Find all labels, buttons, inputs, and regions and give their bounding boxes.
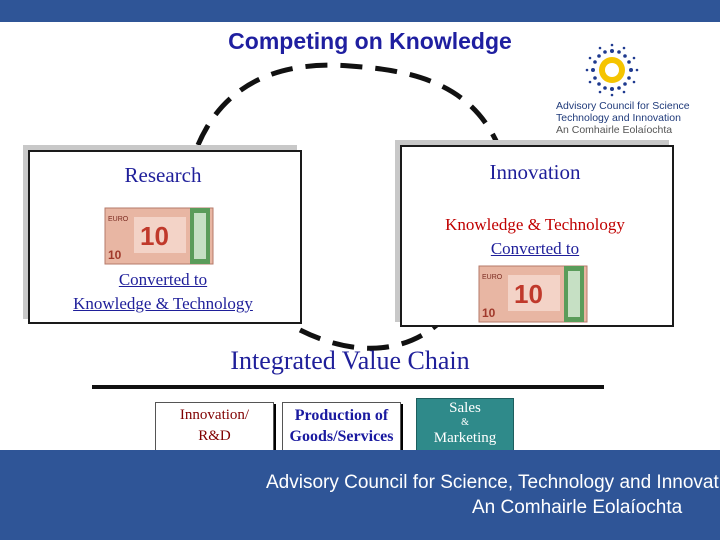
stage-production-line2: Goods/Services	[289, 428, 394, 445]
value-chain-divider	[92, 385, 604, 389]
top-banner	[0, 0, 720, 22]
svg-text:10: 10	[514, 279, 543, 309]
ten-euro-banknote-icon: 10 10 EURO	[104, 207, 214, 265]
logo-text: Advisory Council for Science Technology …	[556, 100, 696, 136]
stage-sales-marketing: Sales & Marketing	[416, 398, 514, 452]
research-converted-label: Converted to	[118, 270, 208, 289]
council-logo-icon	[585, 43, 639, 97]
stage-sales-line1: Sales	[449, 400, 481, 416]
research-title: Research	[124, 163, 202, 187]
footer-irish-name: An Comhairle Eolaíochta	[472, 497, 683, 518]
footer-banner	[0, 450, 720, 540]
page-title: Competing on Knowledge	[228, 28, 512, 54]
footer-council-name: Advisory Council for Science, Technology…	[266, 472, 720, 493]
logo-line-1: Advisory Council for Science	[556, 100, 690, 112]
svg-text:EURO: EURO	[108, 216, 129, 223]
svg-text:10: 10	[108, 248, 122, 262]
stage-innovation-rd: Innovation/ R&D	[155, 402, 274, 454]
innovation-title: Innovation	[489, 160, 581, 184]
logo-line-2: Technology and Innovation	[556, 112, 681, 124]
ten-euro-banknote-icon: 10 10 EURO	[478, 265, 588, 323]
stage-sales-ampersand: &	[461, 417, 469, 428]
value-chain-title: Integrated Value Chain	[230, 346, 470, 375]
svg-text:EURO: EURO	[482, 274, 503, 281]
logo-line-3: An Comhairle Eolaíochta	[556, 124, 673, 136]
innovation-converted-label: Converted to	[490, 239, 580, 258]
svg-text:10: 10	[140, 221, 169, 251]
stage-rd-line1: Innovation/	[179, 407, 250, 423]
svg-text:10: 10	[482, 306, 496, 320]
stage-production: Production of Goods/Services	[282, 402, 401, 454]
innovation-knowledge-label: Knowledge & Technology	[445, 215, 625, 234]
stage-production-line1: Production of	[294, 407, 389, 424]
research-knowledge-label: Knowledge & Technology	[73, 294, 253, 313]
stage-rd-line2: R&D	[198, 428, 231, 444]
stage-sales-line2: Marketing	[433, 430, 497, 446]
